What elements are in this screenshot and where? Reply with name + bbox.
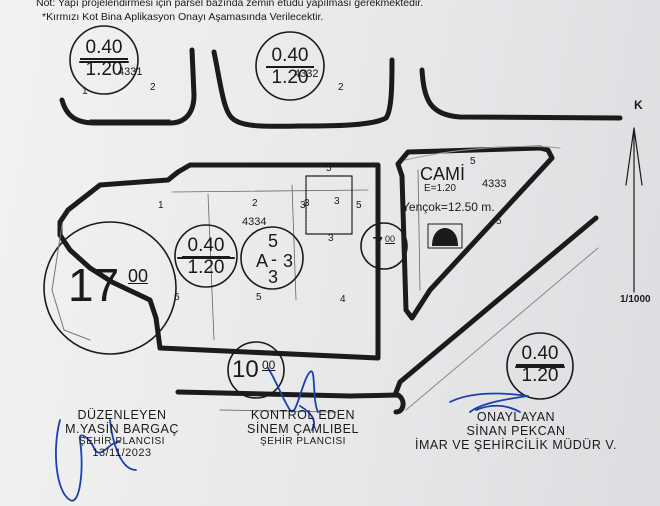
zone-letter: A: [256, 251, 269, 271]
signature-title: İMAR VE ŞEHİRCİLİK MÜDÜR V.: [415, 438, 617, 452]
lot-number: 2: [338, 82, 344, 93]
note-red-level: *Kırmızı Kot Bina Aplikasyon Onayı Aşama…: [42, 11, 324, 23]
signature-approved: ONAYLAYAN SİNAN PEKCAN İMAR VE ŞEHİRCİLİ…: [404, 410, 628, 452]
ratio-coverage: 1.20: [271, 67, 309, 88]
setback-number: 5: [470, 156, 476, 167]
zone-setback: 3: [268, 267, 279, 287]
road-width-left-decimal: 00: [128, 266, 149, 286]
signature-checked: KONTROL EDEN SİNEM ÇAMLIBEL ŞEHİR PLANCI…: [228, 408, 378, 447]
ratio-bottom-right: 0.40 1.20: [516, 344, 564, 386]
ratio-block: 0.40 1.20: [182, 236, 230, 278]
signature-role: ONAYLAYAN: [476, 410, 556, 424]
road-width-cami-decimal: 00: [385, 234, 396, 244]
setback-number: 5: [496, 216, 502, 227]
setback-number: 5: [326, 163, 332, 174]
ratio-coverage: 1.20: [187, 257, 225, 278]
signature-name: SİNAN PEKCAN: [466, 424, 566, 438]
setback-number: 3: [304, 198, 310, 209]
parcel-4332: 4332: [294, 68, 319, 80]
road-width-bottom: 10: [232, 356, 259, 383]
signature-prepared: DÜZENLEYEN M.YASİN BARGAÇ ŞEHİR PLANCISI…: [42, 408, 202, 459]
signature-title: ŞEHİR PLANCISI: [260, 436, 346, 447]
ratio-far: 0.40: [516, 344, 564, 366]
lot-number: 4: [340, 294, 346, 305]
signature-title: ŞEHİR PLANCISI: [79, 436, 165, 447]
lot-number: 1: [158, 200, 164, 211]
lot-number: 5: [256, 292, 262, 303]
lot-number: 3: [334, 196, 340, 207]
road-width-bottom-decimal: 00: [262, 358, 276, 372]
lot-number: 1: [82, 86, 88, 97]
parcel-4333: 4333: [482, 178, 507, 190]
road-width-cami: 7: [372, 234, 384, 256]
zone-floors: 5: [268, 231, 279, 251]
cami-max-height: Yençok=12.50 m.: [402, 200, 495, 214]
signature-date: 13/11/2023: [92, 447, 152, 459]
setback-number: 3: [300, 200, 306, 211]
ratio-far: 0.40: [80, 38, 128, 60]
zone-height: 3: [283, 251, 294, 271]
ratio-far: 0.40: [182, 236, 230, 258]
lot-number: 2: [252, 198, 258, 209]
ratio-coverage: 1.20: [85, 59, 123, 80]
ratio-coverage: 1.20: [521, 365, 559, 386]
cami-e-value: E=1.20: [424, 183, 456, 194]
scale-label: 1/1000: [620, 294, 651, 305]
signature-role: DÜZENLEYEN: [77, 408, 167, 422]
setback-number: 3: [328, 233, 334, 244]
zone-dash: -: [271, 249, 277, 269]
lot-number: 6: [174, 292, 180, 303]
parcel-4331: 4331: [118, 66, 143, 78]
ratio-top-left: 0.40 1.20: [80, 38, 128, 80]
lot-number: 2: [150, 82, 156, 93]
road-width-left: 17: [68, 259, 120, 311]
ratio-far: 0.40: [266, 46, 314, 68]
parcel-4334: 4334: [242, 216, 267, 228]
note-soil-survey: Not: Yapı projelendirmesi için parsel ba…: [36, 0, 424, 9]
signature-role: KONTROL EDEN: [250, 408, 356, 422]
signature-name: M.YASİN BARGAÇ: [65, 422, 179, 436]
setback-number: 5: [356, 200, 362, 211]
signature-name: SİNEM ÇAMLIBEL: [247, 422, 359, 436]
cami-label: CAMİ: [420, 164, 465, 184]
ratio-top-mid: 0.40 1.20: [266, 46, 314, 88]
north-letter: K: [634, 98, 643, 112]
